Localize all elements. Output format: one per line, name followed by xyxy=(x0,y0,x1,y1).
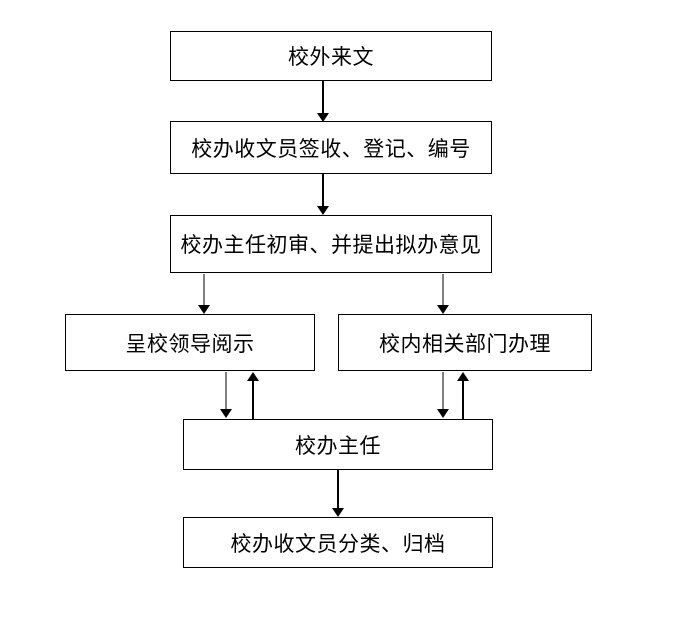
arrow-director-to-archive-shaft xyxy=(337,470,339,509)
flow-node-label: 校外来文 xyxy=(288,45,374,69)
flow-node-external-document: 校外来文 xyxy=(170,31,492,81)
arrow-external-to-sign-shaft xyxy=(322,81,324,114)
flow-node-label: 校内相关部门办理 xyxy=(379,331,551,356)
flow-node-director-initial-review: 校办主任初审、并提出拟办意见 xyxy=(170,215,492,273)
flow-node-sign-register-number: 校办收文员签收、登记、编号 xyxy=(170,121,492,174)
arrow-down-icon xyxy=(332,508,344,517)
arrow-review-to-leader-shaft xyxy=(203,274,205,306)
arrow-director-to-dept-shaft xyxy=(462,380,464,419)
arrow-leader-to-director-shaft xyxy=(225,372,227,410)
arrow-review-to-dept-shaft xyxy=(442,274,444,306)
flow-node-label: 校办收文员分类、归档 xyxy=(230,531,446,556)
flow-node-internal-departments: 校内相关部门办理 xyxy=(338,314,592,371)
arrow-dept-to-director-shaft xyxy=(442,372,444,410)
arrow-up-icon xyxy=(247,372,259,381)
flow-node-label: 校办收文员签收、登记、编号 xyxy=(191,136,471,161)
arrow-down-icon xyxy=(317,206,329,215)
flow-node-label: 呈校领导阅示 xyxy=(125,331,255,356)
arrow-sign-to-review-shaft xyxy=(322,174,324,207)
arrow-down-icon xyxy=(198,305,210,314)
flow-node-label: 校办主任初审、并提出拟办意见 xyxy=(180,233,482,257)
flow-node-label: 校办主任 xyxy=(295,433,381,458)
arrow-up-icon xyxy=(457,372,469,381)
flow-node-leader-review: 呈校领导阅示 xyxy=(65,314,315,371)
arrow-director-to-leader-shaft xyxy=(252,380,254,419)
arrow-down-icon xyxy=(437,409,449,418)
arrow-down-icon xyxy=(317,113,329,122)
flow-node-office-director: 校办主任 xyxy=(183,419,493,470)
arrow-down-icon xyxy=(220,409,232,418)
arrow-down-icon xyxy=(437,305,449,314)
flow-node-classify-archive: 校办收文员分类、归档 xyxy=(183,517,493,568)
